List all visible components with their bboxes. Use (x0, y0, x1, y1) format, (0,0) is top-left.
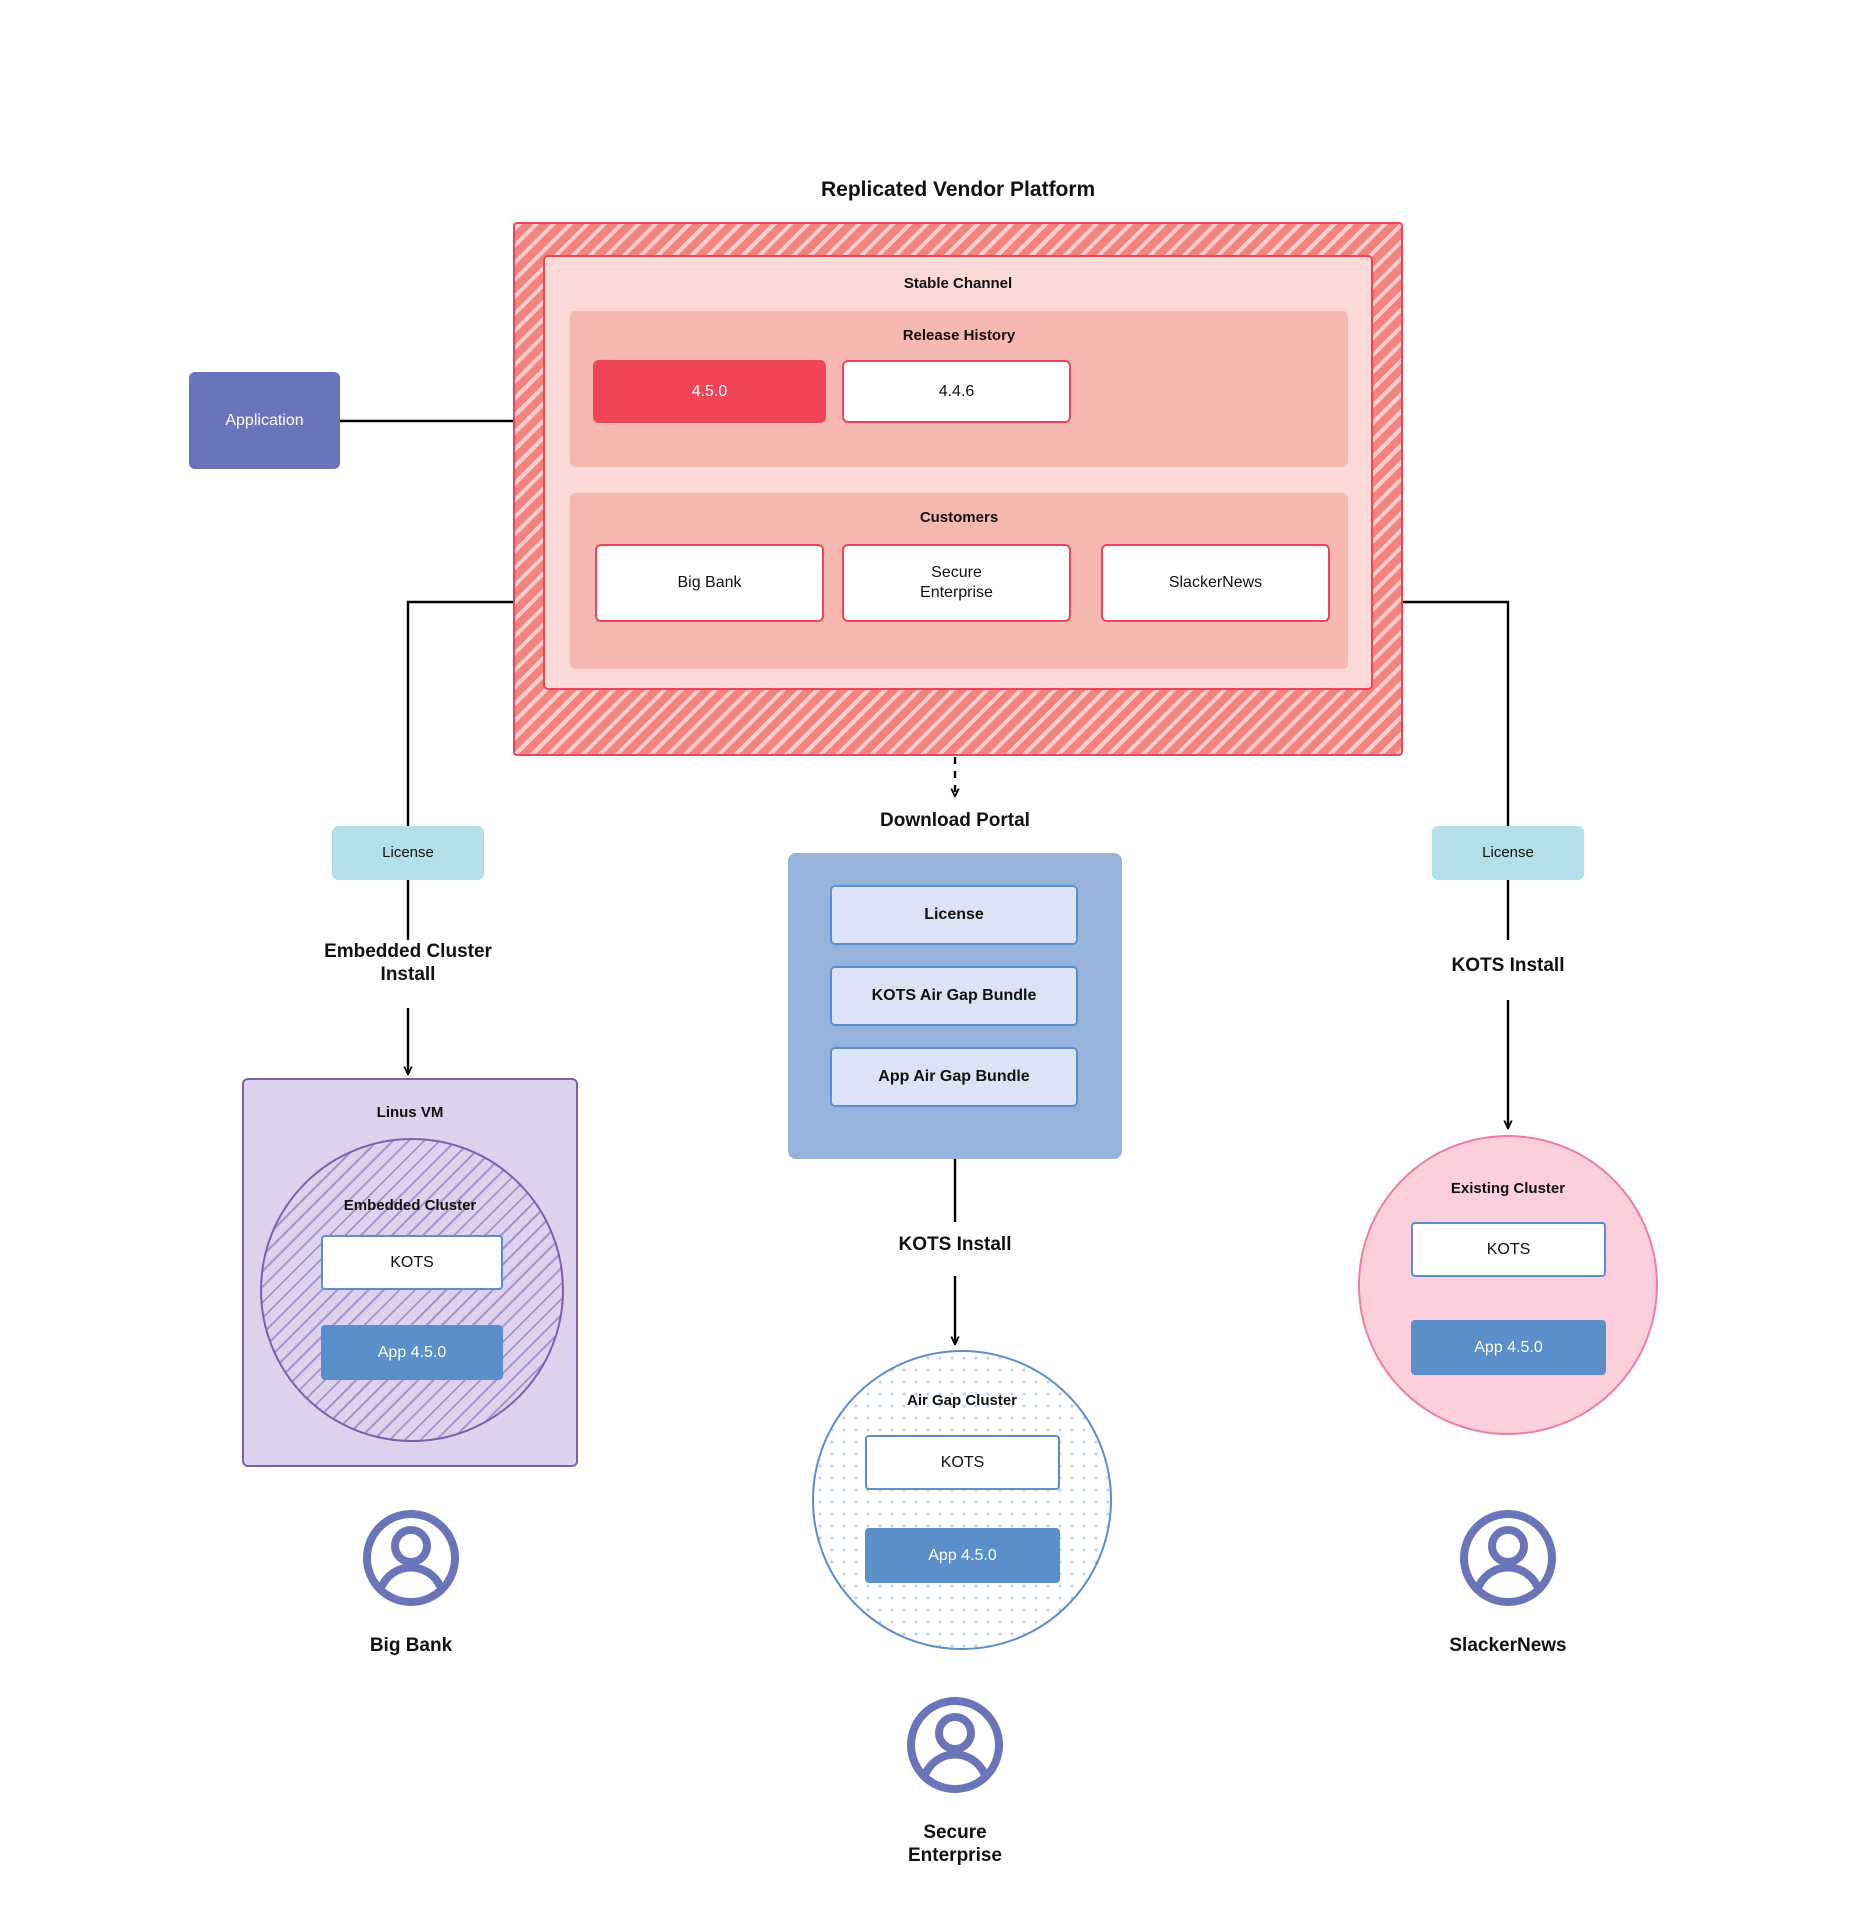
user-avatar-icon (1460, 1510, 1556, 1606)
customer-item-slackernews[interactable]: SlackerNews (1101, 544, 1330, 622)
license-chip-right[interactable]: License (1432, 826, 1584, 880)
stable-channel-container: Stable Channel Release History 4.5.0 4.4… (543, 255, 1373, 690)
persona-avatar-big-bank (361, 1508, 461, 1608)
portal-item-app-airgap-bundle[interactable]: App Air Gap Bundle (830, 1047, 1078, 1107)
app-box-airgap[interactable]: App 4.5.0 (865, 1528, 1060, 1583)
release-item-prior[interactable]: 4.4.6 (842, 360, 1071, 423)
customers-heading: Customers (919, 509, 999, 526)
release-history-panel: Release History 4.5.0 4.4.6 (570, 311, 1348, 467)
app-box-existing[interactable]: App 4.5.0 (1411, 1320, 1606, 1375)
kots-box-existing[interactable]: KOTS (1411, 1222, 1606, 1277)
persona-label-big-bank: Big Bank (369, 1635, 453, 1656)
stable-channel-heading: Stable Channel (903, 275, 1013, 292)
existing-cluster-heading: Existing Cluster (1450, 1180, 1566, 1197)
user-avatar-icon (907, 1697, 1003, 1793)
license-chip-left[interactable]: License (332, 826, 484, 880)
app-box-embedded[interactable]: App 4.5.0 (321, 1325, 503, 1380)
customer-item-secure-enterprise[interactable]: Secure Enterprise (842, 544, 1071, 622)
portal-item-kots-airgap-bundle[interactable]: KOTS Air Gap Bundle (830, 966, 1078, 1026)
kots-box-embedded[interactable]: KOTS (321, 1235, 503, 1290)
persona-avatar-secure-enterprise (905, 1695, 1005, 1795)
portal-item-license[interactable]: License (830, 885, 1078, 945)
kots-install-label-right: KOTS Install (1451, 955, 1565, 976)
linux-vm-node: Linus VM Embedded Cluster KOTS App 4.5.0 (242, 1078, 578, 1467)
kots-install-label-middle: KOTS Install (898, 1234, 1012, 1255)
download-portal-box: License KOTS Air Gap Bundle App Air Gap … (788, 853, 1122, 1159)
persona-label-slackernews: SlackerNews (1449, 1635, 1567, 1656)
customers-panel: Customers Big Bank Secure Enterprise Sla… (570, 493, 1348, 669)
embedded-cluster-install-label: Embedded Cluster Install (324, 941, 492, 985)
embedded-cluster-circle (260, 1138, 564, 1442)
kots-box-airgap[interactable]: KOTS (865, 1435, 1060, 1490)
release-item-current[interactable]: 4.5.0 (593, 360, 826, 423)
linux-vm-heading: Linus VM (376, 1104, 444, 1121)
application-node[interactable]: Application (189, 372, 340, 469)
airgap-cluster-heading: Air Gap Cluster (906, 1392, 1018, 1409)
vendor-platform-container: Stable Channel Release History 4.5.0 4.4… (513, 222, 1403, 756)
customer-item-big-bank[interactable]: Big Bank (595, 544, 824, 622)
airgap-cluster-circle (812, 1350, 1112, 1650)
diagram-title: Replicated Vendor Platform (821, 178, 1096, 201)
download-portal-title: Download Portal (880, 810, 1030, 831)
persona-avatar-slackernews (1458, 1508, 1558, 1608)
user-avatar-icon (363, 1510, 459, 1606)
existing-cluster-circle (1358, 1135, 1658, 1435)
persona-label-secure-enterprise: Secure Enterprise (908, 1822, 1002, 1866)
embedded-cluster-heading: Embedded Cluster (343, 1197, 477, 1214)
release-history-heading: Release History (902, 327, 1016, 344)
